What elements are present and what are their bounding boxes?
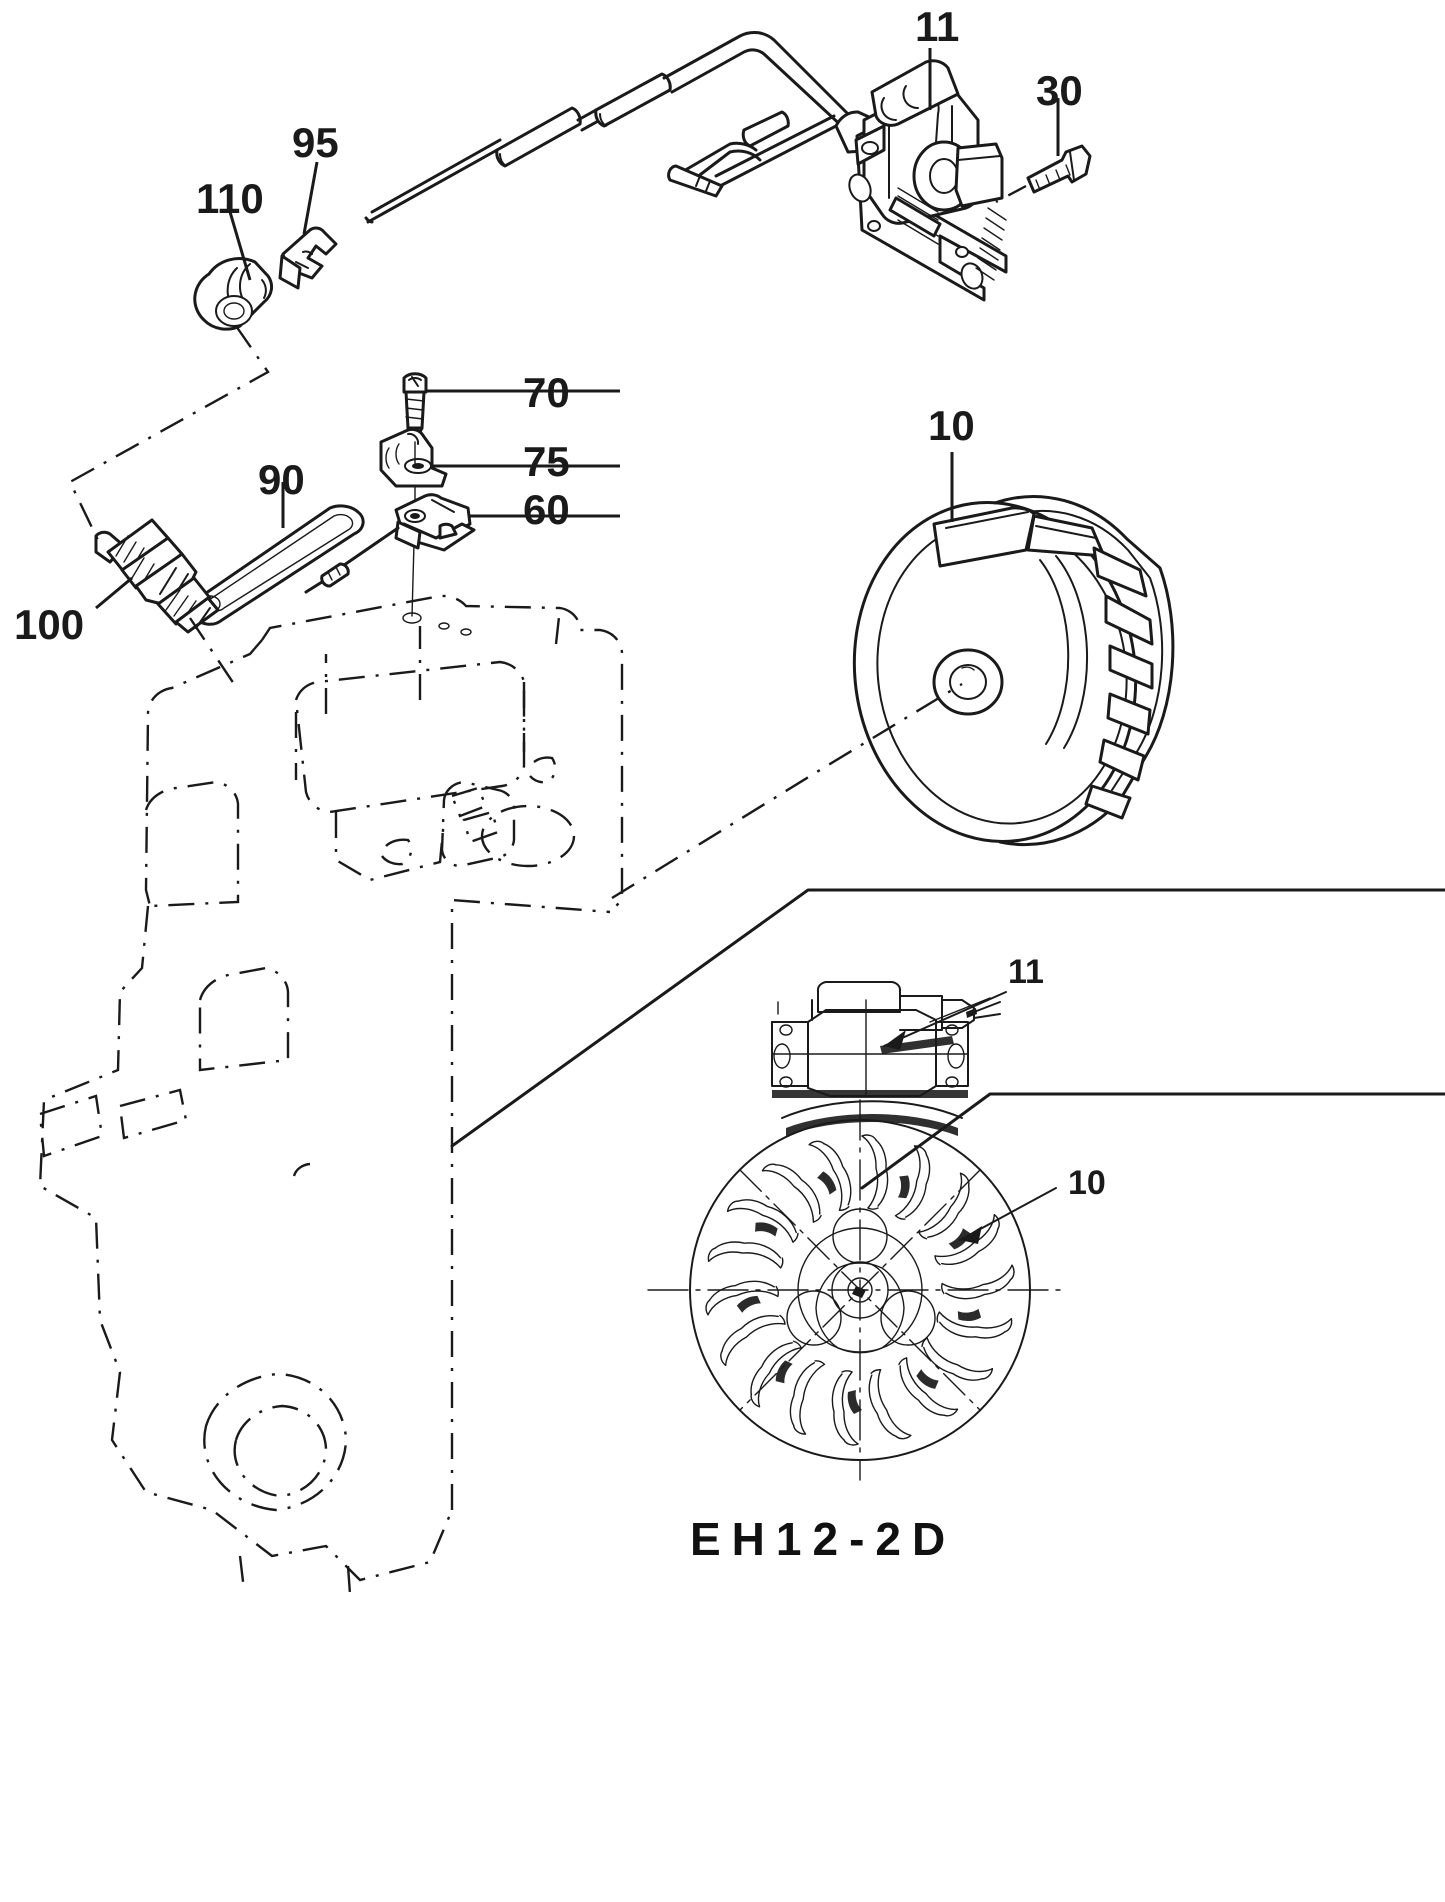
callout-10: 10 <box>928 402 975 449</box>
callout-90: 90 <box>258 456 305 503</box>
callout-inset-11: 11 <box>1008 953 1044 991</box>
callout-30: 30 <box>1036 67 1083 114</box>
model-number-label: EH12-2D <box>690 1513 957 1565</box>
callout-inset-10: 10 <box>1068 1164 1106 1202</box>
ignition-coil-part <box>848 59 1008 302</box>
wire-clip-part <box>278 226 338 290</box>
spark-plug-cap-part <box>193 257 274 331</box>
bolt-part <box>1026 144 1092 194</box>
inset-detail-view <box>647 981 1061 1481</box>
callout-75: 75 <box>523 438 570 485</box>
callout-95: 95 <box>292 119 339 166</box>
engine-block-outline <box>38 594 624 1595</box>
fan-blades <box>705 1134 1015 1446</box>
bracket-part <box>379 428 448 488</box>
stop-switch-lever-part <box>304 493 476 594</box>
flywheel-part <box>852 495 1175 847</box>
leader-95 <box>302 161 319 235</box>
screw-part <box>402 372 428 444</box>
leader-110 <box>226 204 252 281</box>
callout-70: 70 <box>523 369 570 416</box>
assembly-path-cap-to-plug <box>68 325 270 541</box>
spark-plug-part <box>94 518 220 634</box>
callout-11: 11 <box>915 3 960 50</box>
fan-blade-shading <box>736 1171 982 1414</box>
callout-60: 60 <box>523 486 570 533</box>
assembly-path-plug-to-engine <box>189 617 239 691</box>
assembly-path-flywheel-axis <box>611 682 963 900</box>
callout-110: 110 <box>196 175 264 222</box>
ht-lead-assembly <box>364 30 882 224</box>
callout-100: 100 <box>14 601 85 648</box>
inset-frame <box>450 888 1445 1190</box>
leader-100 <box>95 576 133 610</box>
assembly-path-bolt <box>995 184 1027 204</box>
inset-ignition-coil <box>771 981 1007 1098</box>
